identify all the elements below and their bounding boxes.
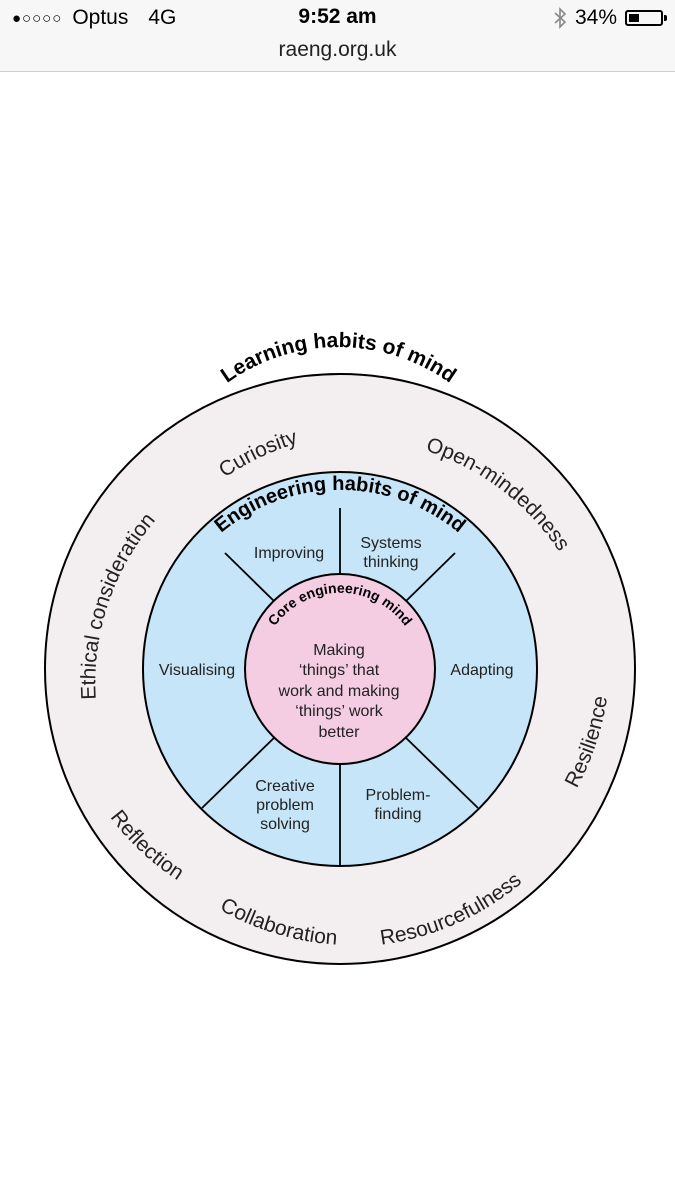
segment-systems-thinking-line2: thinking [363, 554, 418, 571]
segment-problem-finding-line1: Problem- [366, 787, 431, 804]
signal-strength-icon: ●○○○○ [12, 9, 63, 27]
core-line-5: better [319, 724, 361, 741]
divider-bottom-right [403, 735, 479, 809]
battery-nub [664, 15, 667, 21]
battery-fill [629, 14, 639, 22]
segment-creative-line2: problem [256, 797, 314, 814]
battery-percent: 34% [574, 6, 617, 29]
segment-problem-finding-line2: finding [374, 806, 421, 823]
divider-top-right [403, 552, 456, 604]
segment-visualising: Visualising [159, 662, 235, 679]
segment-creative-line1: Creative [255, 778, 315, 795]
url-bar[interactable]: raeng.org.uk [278, 38, 397, 61]
network-type: 4G [148, 6, 177, 29]
core-line-2: ‘things’ that [299, 662, 380, 679]
segment-creative-line3: solving [260, 816, 310, 833]
battery-icon [625, 10, 667, 26]
segment-improving: Improving [254, 545, 324, 562]
carrier-name: Optus [72, 6, 129, 29]
bluetooth-icon [554, 7, 567, 29]
status-right: 34% [553, 6, 667, 30]
status-bar: ●○○○○ Optus 4G 9:52 am 34% raeng.org.uk [0, 0, 675, 72]
status-time: 9:52 am [298, 5, 377, 28]
core-line-4: ‘things’ work [295, 703, 383, 720]
habits-of-mind-diagram: Learning habits of mind Curiosity Open-m… [44, 329, 636, 965]
segment-adapting: Adapting [450, 662, 513, 679]
segment-systems-thinking-line1: Systems [360, 535, 421, 552]
divider-top-left [224, 552, 277, 604]
status-left: ●○○○○ Optus 4G [12, 6, 176, 30]
core-line-3: work and making [278, 683, 400, 700]
divider-bottom-left [201, 735, 277, 809]
core-circle [244, 573, 436, 765]
core-line-1: Making [313, 642, 365, 659]
